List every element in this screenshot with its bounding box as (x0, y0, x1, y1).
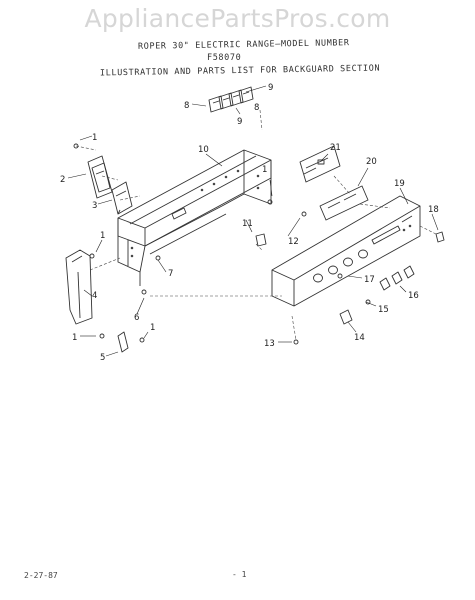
callout-8b: 8 (254, 103, 259, 113)
callout-1d: 1 (72, 333, 77, 343)
callout-21: 21 (330, 143, 341, 153)
callout-1b: 1 (262, 165, 267, 175)
part-18-end-cap (435, 231, 445, 243)
callout-15: 15 (378, 305, 389, 315)
part-3-bracket (111, 181, 133, 215)
callout-12: 12 (288, 237, 299, 247)
part-16-knobs (379, 265, 415, 291)
callout-16: 16 (408, 291, 419, 301)
part-19-control-panel (271, 195, 421, 307)
model-number: F58070 (207, 53, 242, 63)
part-11-clip (255, 233, 267, 247)
callout-18: 18 (428, 205, 439, 215)
part-20-switch-plate (319, 185, 369, 221)
part-4-side-trim (65, 249, 93, 325)
callout-14: 14 (354, 333, 365, 343)
callout-1: 1 (92, 133, 97, 143)
callout-4: 4 (92, 291, 97, 301)
part-10-backguard-frame (117, 149, 272, 286)
watermark: AppliancePartsPros.com (84, 4, 391, 33)
callout-10: 10 (198, 145, 209, 155)
callout-8: 8 (184, 101, 189, 111)
callout-1e: 1 (150, 323, 155, 333)
callout-20: 20 (366, 157, 377, 167)
callout-2: 2 (60, 175, 65, 185)
callout-7: 7 (168, 269, 173, 279)
part-14-button (339, 309, 353, 325)
callout-17: 17 (364, 275, 375, 285)
callout-1c: 1 (100, 231, 105, 241)
callout-9b: 9 (268, 83, 273, 93)
part-2-bracket (87, 155, 113, 199)
callout-9: 9 (237, 117, 242, 127)
callout-13: 13 (264, 339, 275, 349)
part-21-clock-module (299, 145, 341, 183)
callout-19: 19 (394, 179, 405, 189)
part-clips-8-9 (208, 86, 254, 113)
callout-6: 6 (134, 313, 139, 323)
page-number: - 1 (232, 570, 247, 579)
callout-5: 5 (100, 353, 105, 363)
revision-date: 2-27-87 (24, 571, 58, 580)
part-5-bracket (117, 331, 129, 353)
callout-11: 11 (242, 219, 253, 229)
callout-3: 3 (92, 201, 97, 211)
fasteners (73, 143, 371, 345)
